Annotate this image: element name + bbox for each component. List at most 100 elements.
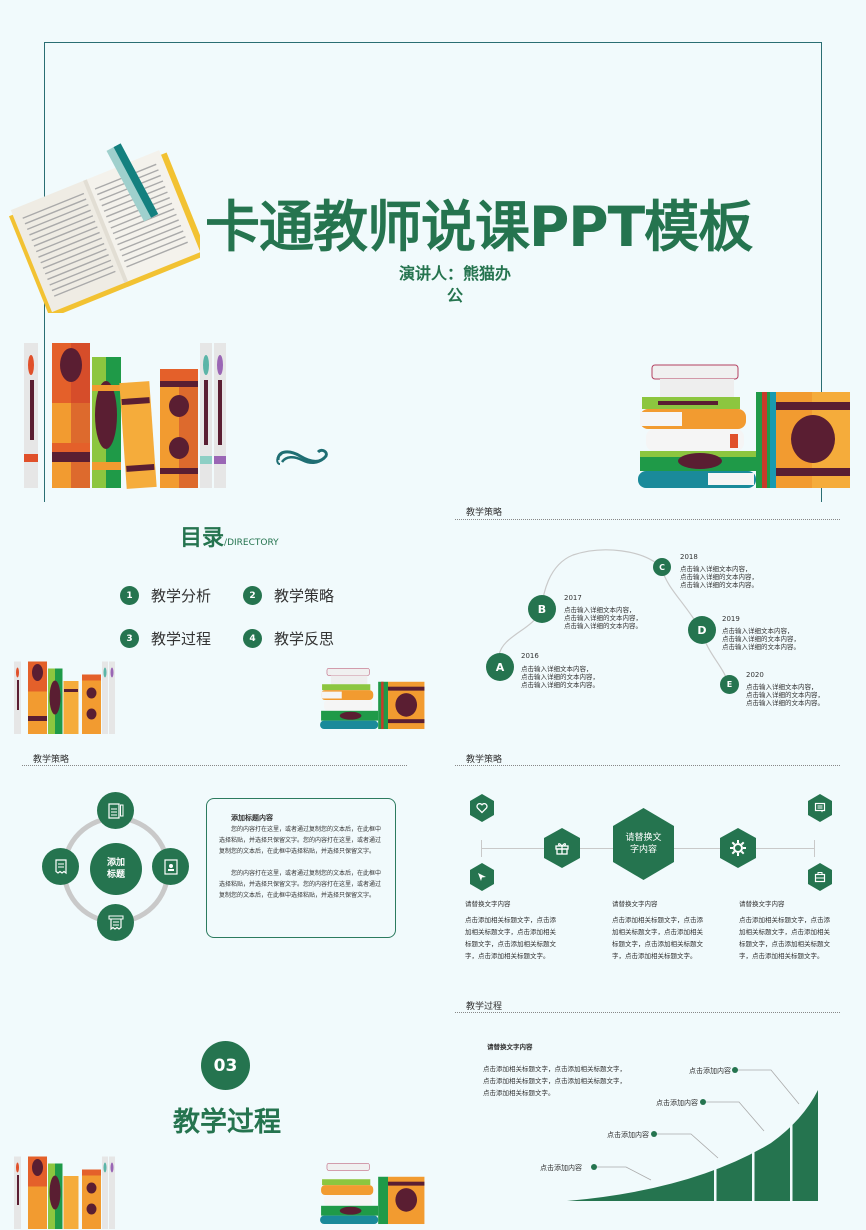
hex-center-line-1: 请替换文 — [625, 833, 662, 843]
timeline-text: 点击输入详细文本内容， 点击输入详细的文本内容， 点击输入详细的文本内容。 — [746, 683, 824, 707]
timeline-node-e[interactable]: E — [720, 675, 739, 694]
cycle-node-left[interactable] — [42, 848, 79, 885]
timeline-year: 2019 — [722, 615, 740, 623]
column-body: 点击添加相关标题文字，点击添加相关标题文字，点击添加相关标题文字，点击添加相关标… — [465, 916, 556, 960]
directory-title-text: 目录 — [180, 526, 225, 551]
card-title: 添加标题内容 — [231, 814, 273, 822]
column-body: 点击添加相关标题文字，点击添加相关标题文字，点击添加相关标题文字，点击添加相关标… — [612, 916, 703, 960]
hex-heart[interactable] — [470, 794, 494, 822]
document-pen-icon — [107, 802, 123, 819]
toc-label: 教学反思 — [274, 630, 335, 648]
slide-header: 教学策略 — [33, 755, 70, 765]
header-divider — [455, 1012, 840, 1013]
presenter-line-1: 演讲人：熊猫办 — [398, 264, 511, 283]
growth-text-line: 点击添加相关标题文字。 — [483, 1089, 555, 1097]
gear-icon — [730, 840, 746, 856]
toc-item-4[interactable]: 4 教学反思 — [243, 628, 334, 649]
message-icon — [814, 802, 826, 813]
timeline-year: 2017 — [564, 594, 582, 602]
timeline-text-line: 点击输入详细的文本内容， — [564, 614, 642, 622]
heart-icon — [476, 803, 488, 814]
card-paragraph: 您的内容打在这里，或者通过复制您的文本后，在此框中选择粘贴，并选择只保留文字。您… — [219, 870, 382, 899]
toc-item-3[interactable]: 3 教学过程 — [120, 628, 211, 649]
timeline-node-c[interactable]: C — [653, 558, 671, 576]
section-title: 教学过程 — [173, 1107, 281, 1138]
timeline-text-line: 点击输入详细的文本内容。 — [521, 681, 599, 689]
callout-label-4[interactable]: 点击添加内容 — [689, 1067, 731, 1075]
timeline-text-line: 点击输入详细的文本内容， — [680, 573, 758, 581]
timeline-text-line: 点击输入详细的文本内容， — [521, 673, 599, 681]
column-title: 请替换文字内容 — [739, 900, 785, 908]
toc-number-badge: 3 — [120, 629, 139, 648]
hex-paper-plane[interactable] — [470, 863, 494, 891]
timeline-year: 2018 — [680, 553, 698, 561]
cycle-center-line-1: 添加 — [106, 858, 125, 868]
callout-label-3[interactable]: 点击添加内容 — [656, 1099, 698, 1107]
toc-number-badge: 2 — [243, 586, 262, 605]
line-end-tick — [481, 840, 482, 857]
growth-text-line: 点击添加相关标题文字，点击添加相关标题文字， — [483, 1065, 626, 1073]
directory-slide: 目录/DIRECTORY 1 教学分析 2 教学策略 3 教学过程 4 教学反思 — [0, 495, 433, 740]
header-divider — [455, 519, 840, 520]
callout-label-2[interactable]: 点击添加内容 — [607, 1131, 649, 1139]
timeline-text-line: 点击输入详细文本内容， — [722, 627, 794, 635]
growth-text-title: 请替换文字内容 — [487, 1043, 533, 1051]
growth-curve-chart — [567, 1067, 818, 1203]
cover-title: 卡通教师说课PPT模板 — [205, 195, 753, 259]
timeline-node-d[interactable]: D — [688, 616, 716, 644]
hex-column-1: 请替换文字内容 点击添加相关标题文字，点击添加相关标题文字，点击添加相关标题文字… — [465, 898, 560, 962]
toc-item-1[interactable]: 1 教学分析 — [120, 585, 211, 606]
profile-card-icon — [163, 858, 178, 875]
cycle-center[interactable]: 添加 标题 — [90, 843, 142, 895]
slide-header: 教学过程 — [466, 1002, 503, 1012]
timeline-slide: 教学策略 A 2016 点击输入详细文本内容， 点击输入详细的文本内容， 点击输… — [433, 495, 866, 740]
timeline-node-a[interactable]: A — [486, 653, 514, 681]
line-end-tick — [814, 840, 815, 857]
column-body: 点击添加相关标题文字，点击添加相关标题文字，点击添加相关标题文字，点击添加相关标… — [739, 916, 830, 960]
directory-title: 目录/DIRECTORY — [180, 526, 279, 551]
hex-gift[interactable] — [544, 828, 580, 868]
timeline-text: 点击输入详细文本内容， 点击输入详细的文本内容， 点击输入详细的文本内容。 — [680, 565, 758, 589]
paper-plane-icon — [478, 873, 486, 881]
timeline-text-line: 点击输入详细的文本内容， — [722, 635, 800, 643]
toc-label: 教学分析 — [151, 587, 212, 605]
gift-icon — [555, 843, 569, 855]
timeline-text-line: 点击输入详细的文本内容。 — [722, 643, 800, 651]
cycle-node-top[interactable] — [97, 792, 134, 829]
growth-text-body: 点击添加相关标题文字，点击添加相关标题文字， 点击添加相关标题文字，点击添加相关… — [483, 1063, 626, 1099]
cycle-node-right[interactable] — [152, 848, 189, 885]
callout-label-1[interactable]: 点击添加内容 — [540, 1164, 582, 1172]
directory-subtitle: DIRECTORY — [227, 538, 279, 548]
timeline-text-line: 点击输入详细的文本内容。 — [746, 699, 824, 707]
header-divider — [22, 765, 407, 766]
briefcase-icon — [814, 872, 826, 883]
hex-center[interactable]: 请替换文 字内容 — [613, 808, 674, 880]
cycle-slide: 教学策略 添加 标题 — [0, 740, 433, 985]
hex-message[interactable] — [808, 794, 832, 822]
presenter-line-2: 公 — [446, 286, 463, 305]
cover-slide: 卡通教师说课PPT模板 演讲人：熊猫办 公 — [0, 0, 866, 502]
invoice-icon — [108, 915, 123, 930]
timeline-text: 点击输入详细文本内容， 点击输入详细的文本内容， 点击输入详细的文本内容。 — [564, 606, 642, 630]
open-book-icon — [8, 143, 200, 313]
toc-label: 教学策略 — [274, 587, 335, 605]
growth-text-line: 点击添加相关标题文字，点击添加相关标题文字， — [483, 1077, 626, 1085]
timeline-text: 点击输入详细文本内容， 点击输入详细的文本内容， 点击输入详细的文本内容。 — [521, 665, 599, 689]
header-divider — [455, 765, 840, 766]
timeline-year: 2016 — [521, 652, 539, 660]
toc-label: 教学过程 — [151, 630, 212, 648]
hex-briefcase[interactable] — [808, 863, 832, 891]
timeline-node-b[interactable]: B — [528, 595, 556, 623]
timeline-text-line: 点击输入详细的文本内容。 — [680, 581, 758, 589]
book-row-left-small — [14, 661, 115, 734]
hex-gear[interactable] — [720, 828, 756, 868]
toc-item-2[interactable]: 2 教学策略 — [243, 585, 334, 606]
timeline-text-line: 点击输入详细的文本内容。 — [564, 622, 642, 630]
section-slide — [0, 985, 433, 1230]
timeline-text-line: 点击输入详细文本内容， — [521, 665, 593, 673]
toc-number-badge: 1 — [120, 586, 139, 605]
book-stack-right-small — [320, 668, 425, 730]
cycle-node-bottom[interactable] — [97, 904, 134, 941]
text-card[interactable]: 添加标题内容 您的内容打在这里，或者通过复制您的文本后，在此框中选择粘贴，并选择… — [206, 798, 396, 938]
presenter-name: 演讲人：熊猫办 公 — [380, 263, 530, 307]
